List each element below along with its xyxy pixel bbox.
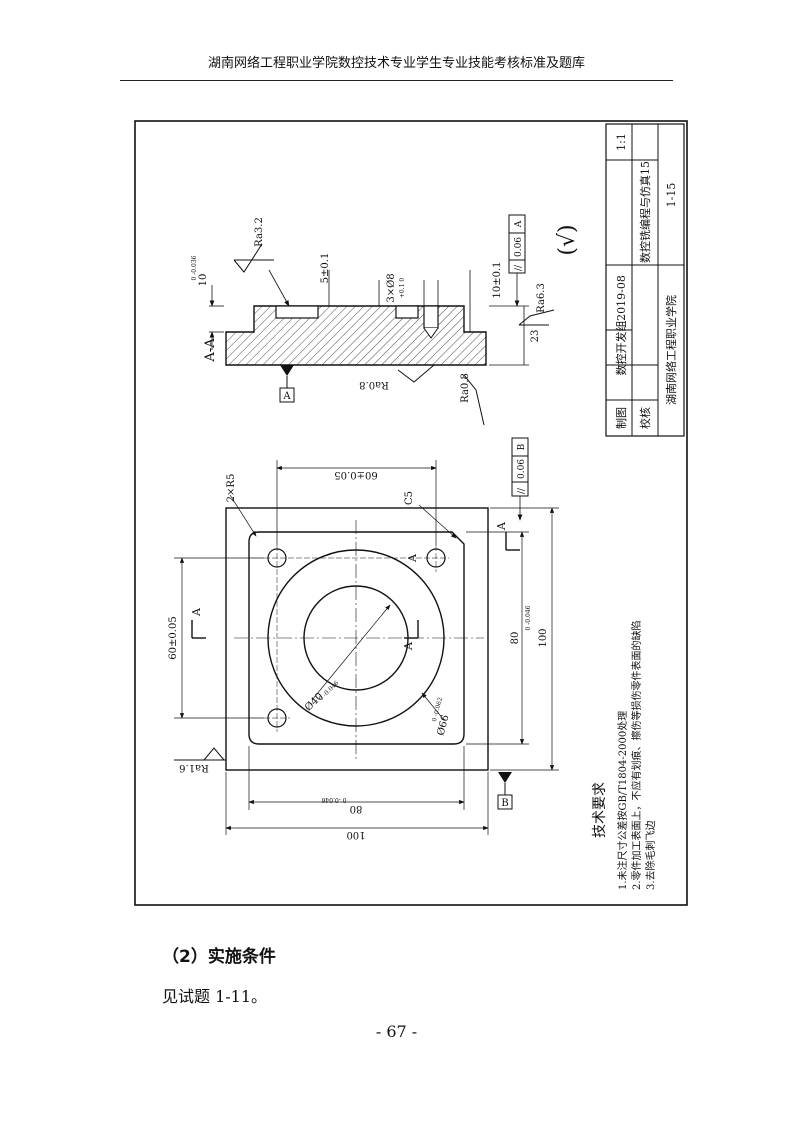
tech-req-item-2: 2.零件加工表面上，不应有划痕、擦伤等损伤零件表面的缺陷 <box>630 620 643 890</box>
header-rule <box>120 80 673 81</box>
page-number: - 67 - <box>375 1022 418 1041</box>
dim-100-bottom: 100 <box>346 829 365 840</box>
dim-80-bottom: 80 <box>350 803 363 814</box>
dim-60-top: 60±0.05 <box>334 469 377 480</box>
tech-req-item-1: 1.未注尺寸公差按GB/T1804-2000处理 <box>616 711 629 890</box>
section-mark-a3: A <box>406 553 419 563</box>
part-name: 数控铣编程与仿真15 <box>638 161 652 263</box>
dim-80-right-tol: 0 -0.046 <box>525 605 532 630</box>
date-text: 2019-08 <box>615 275 628 321</box>
section-label: A-A <box>203 338 218 363</box>
page-header: 湖南网络工程职业学院数控技术专业学生专业技能考核标准及题库 <box>207 56 585 71</box>
drafted-by: 数控开发组 <box>614 321 628 376</box>
frame-border <box>134 120 688 906</box>
engineering-drawing: 1:1 数控铣编程与仿真15 1-15 2019-08 数控开发组 制图 校核 … <box>134 120 688 906</box>
section-heading: （2）实施条件 <box>162 947 276 967</box>
tol-bottom-symbol: // <box>517 487 527 494</box>
ra08b-label: Ra0.8 <box>460 373 471 403</box>
dim-holes: 3×Ø8 <box>386 273 397 302</box>
dim-10-tol: 0 -0.036 <box>191 255 198 280</box>
tech-requirements: 技术要求 1.未注尺寸公差按GB/T1804-2000处理 2.零件加工表面上，… <box>592 620 657 890</box>
section-mark-a2: A <box>495 521 508 531</box>
dim-5: 5±0.1 <box>320 253 331 284</box>
tol-bottom-value: 0.06 <box>517 459 527 479</box>
section-view: A-A A 10 0 -0.036 Ra3.2 5±0.1 3×Ø8 +0.1 … <box>191 214 580 426</box>
datum-a-label: A <box>282 391 291 402</box>
tol-frame-top: // 0.06 A <box>508 214 526 307</box>
section-body: 见试题 1-11。 <box>162 987 268 1006</box>
ra63-label: Ra6.3 <box>536 283 547 313</box>
dim-23: 23 <box>530 330 541 343</box>
section-mark-a4: A <box>402 641 415 651</box>
check-label: 校核 <box>638 407 652 429</box>
datum-b-label: B <box>501 798 508 809</box>
ra08a-label: Ra0.8 <box>359 379 389 390</box>
dim-80-bottom-tol: 0 -0.046 <box>321 796 346 803</box>
tol-top-symbol: // <box>514 264 524 271</box>
dim-r5: 2×R5 <box>226 474 237 503</box>
dim-80-right: 80 <box>510 632 521 645</box>
section-body <box>225 305 487 366</box>
school-name: 湖南网络工程职业学院 <box>664 295 678 405</box>
drawing-no: 1-15 <box>665 183 678 208</box>
tol-top-value: 0.06 <box>514 237 524 257</box>
dim-phi66: Ø66 <box>436 714 452 737</box>
inner-square <box>248 531 465 745</box>
section-mark-a1: A <box>190 607 203 617</box>
title-block: 1:1 数控铣编程与仿真15 1-15 2019-08 数控开发组 制图 校核 … <box>605 123 685 437</box>
drawing-frame: 1:1 数控铣编程与仿真15 1-15 2019-08 数控开发组 制图 校核 … <box>134 120 688 906</box>
dim-60-left: 60±0.05 <box>168 616 179 659</box>
tol-frame-bottom: // 0.06 B <box>511 437 529 521</box>
dim-10: 10 <box>198 274 209 287</box>
dim-100-right: 100 <box>538 628 549 647</box>
scale-text: 1:1 <box>615 133 628 151</box>
drafted-label: 制图 <box>615 407 628 429</box>
dim-c5: C5 <box>404 491 415 505</box>
tol-bottom-datum: B <box>517 443 527 450</box>
ra32-label: Ra3.2 <box>254 217 265 247</box>
plan-view: A A A A 60±0.05 60±0.05 80 0 -0.046 100 <box>168 437 559 840</box>
ra-general-symbol: (√) <box>555 224 580 255</box>
ra16-label: Ra1.6 <box>179 762 209 773</box>
tol-top-datum: A <box>514 220 524 228</box>
tech-req-title: 技术要求 <box>592 782 608 838</box>
outer-square <box>225 507 489 771</box>
dim-10b: 10±0.1 <box>492 261 503 298</box>
tech-req-item-3: 3.去除毛刺飞边 <box>644 820 657 890</box>
dim-holes-tol: +0.1 0 <box>399 278 406 298</box>
